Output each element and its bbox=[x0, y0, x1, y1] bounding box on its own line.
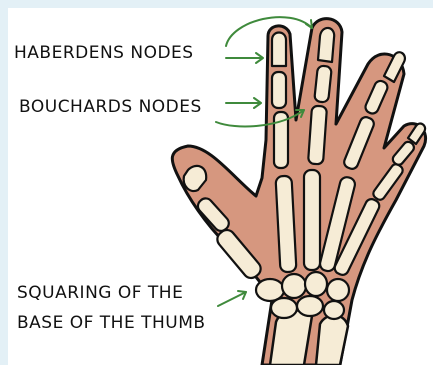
heberdens-nodes-label: HABERDENS NODES bbox=[14, 38, 194, 68]
thumb-arrow bbox=[218, 292, 246, 306]
heberdens-nodes-text: HABERDENS NODES bbox=[14, 38, 194, 68]
thumb-squaring-text-line1: SQUARING OF THE bbox=[17, 278, 206, 308]
thumb-squaring-text-line2: BASE OF THE THUMB bbox=[17, 308, 206, 338]
ulna-bone bbox=[316, 315, 348, 365]
thumb-squaring-label: SQUARING OF THE BASE OF THE THUMB bbox=[17, 278, 206, 338]
bouchards-nodes-label: BOUCHARDS NODES bbox=[19, 92, 202, 122]
bouchards-nodes-text: BOUCHARDS NODES bbox=[19, 92, 202, 122]
radius-bone bbox=[270, 310, 312, 365]
